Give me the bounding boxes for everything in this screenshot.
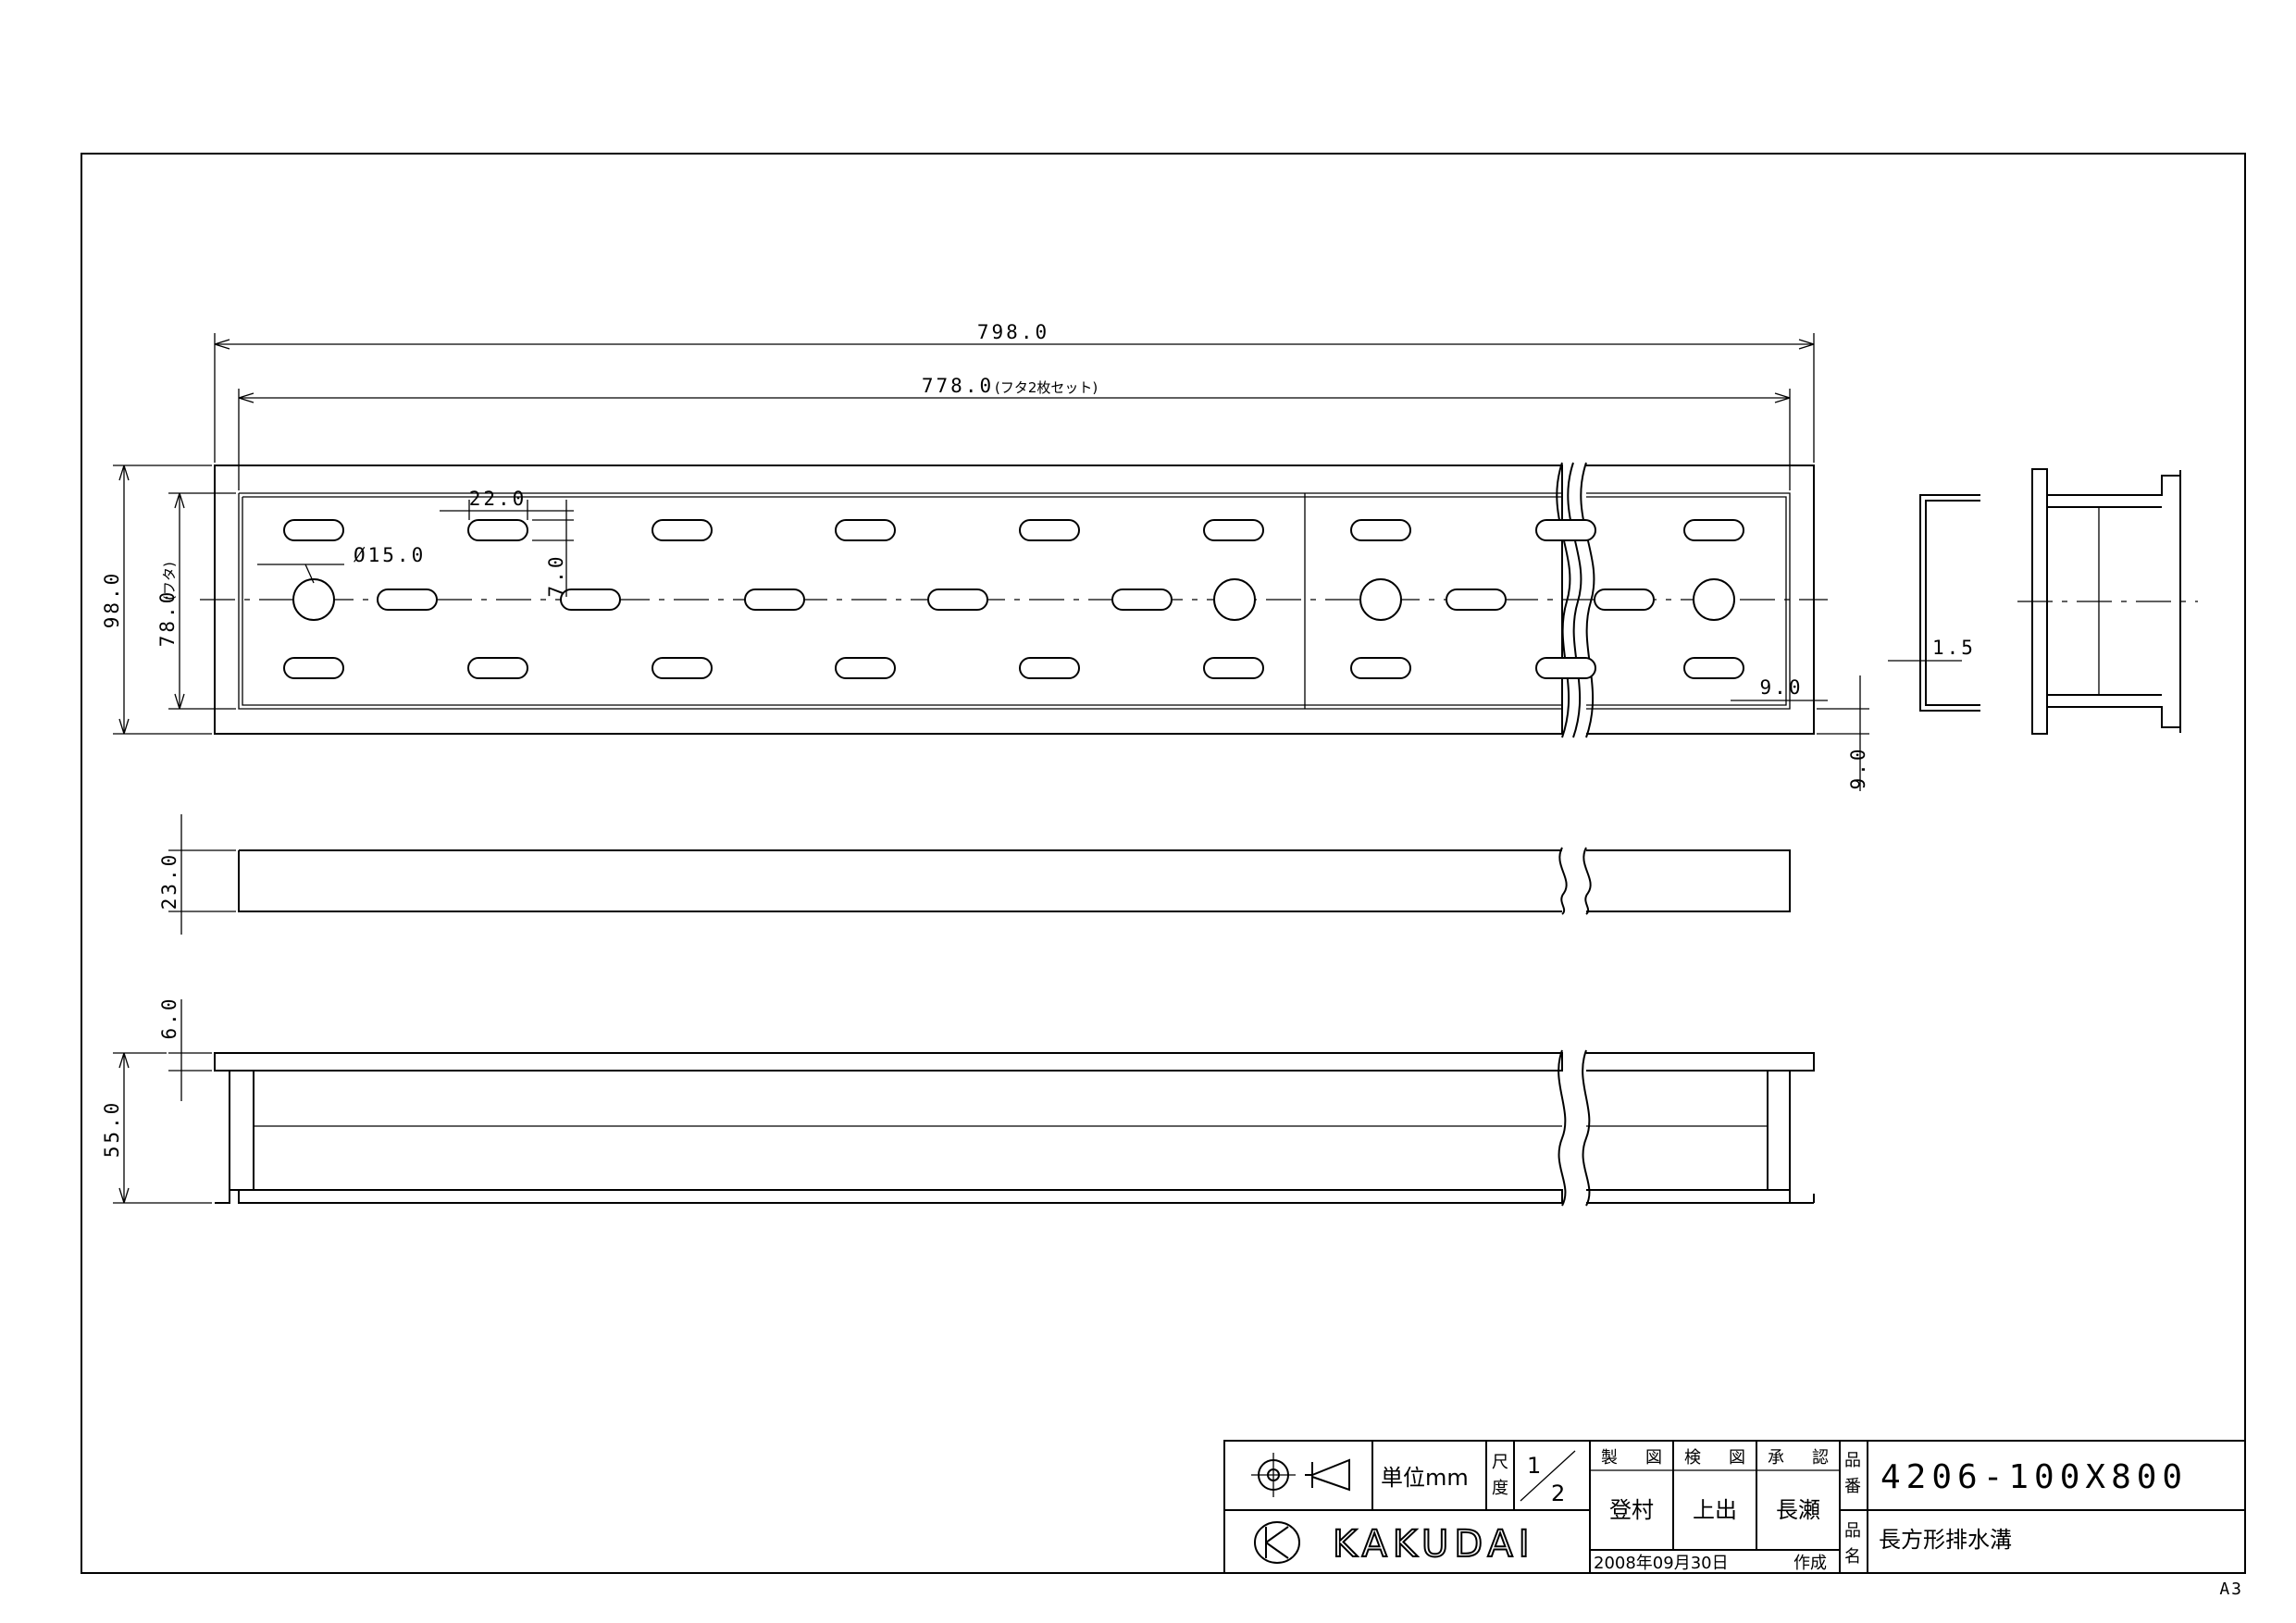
dimension-lines	[113, 333, 1869, 791]
dim-slot-width: 7.0	[545, 554, 567, 598]
scale-denominator: 2	[1551, 1481, 1565, 1506]
drawn-label-1: 製	[1601, 1448, 1618, 1468]
cover-end-view: 1.5	[1888, 494, 1980, 712]
dim-flange-offset-2: 9.0	[1847, 747, 1869, 790]
dim-hole-diameter: Ø15.0	[354, 544, 426, 566]
checked-label-1: 検	[1684, 1448, 1701, 1468]
drawn-by: 登村	[1609, 1497, 1654, 1523]
approved-label-2: 認	[1812, 1448, 1829, 1468]
channel-end-view	[2017, 468, 2198, 735]
dim-body-height: 55.0	[101, 1100, 123, 1158]
part-name-label-1: 品	[1844, 1521, 1861, 1541]
slot-row-top	[283, 519, 1744, 541]
creation-date: 2008年09月30日	[1594, 1554, 1729, 1573]
scale-label-2: 度	[1492, 1479, 1508, 1498]
checked-by: 上出	[1693, 1497, 1737, 1523]
part-number: 4206-100X800	[1880, 1458, 2188, 1496]
scale-label-1: 尺	[1492, 1453, 1508, 1472]
approved-by: 長瀬	[1776, 1497, 1820, 1523]
part-name-label-2: 名	[1844, 1547, 1861, 1567]
brand-logo-text: KAKUDAI	[1333, 1523, 1535, 1566]
plan-view	[200, 462, 1828, 738]
title-block: KAKUDAI 単位mm 尺 度 1 2 製 図 検 図 承 認 登村 上出 長…	[1223, 1440, 2246, 1574]
slot-row-bottom	[283, 657, 1744, 679]
cover-side-view: 23.0	[158, 814, 1791, 935]
sheet-border	[81, 153, 2246, 1574]
dim-cover-width-note: (フタ)	[161, 562, 178, 601]
dim-overall-width: 98.0	[101, 571, 123, 629]
dim-flange-height: 6.0	[158, 997, 180, 1040]
dim-slot-pitch: 22.0	[469, 488, 527, 510]
scale-numerator: 1	[1527, 1453, 1541, 1479]
part-no-label-2: 番	[1844, 1477, 1861, 1496]
dim-cover-length: 778.0	[922, 375, 994, 397]
part-no-label-1: 品	[1844, 1451, 1861, 1470]
slot-row-middle	[292, 578, 1735, 621]
third-angle-projection-icon	[1251, 1453, 1350, 1497]
dim-cover-length-note: (フタ2枚セット)	[995, 379, 1098, 396]
dim-cover-width: 78.0	[156, 589, 179, 648]
creation-date-suffix: 作成	[1793, 1554, 1827, 1573]
dim-cover-height: 23.0	[158, 852, 180, 911]
unit-label: 単位mm	[1381, 1465, 1469, 1491]
kakudai-logo-icon	[1254, 1521, 1300, 1564]
part-name: 長方形排水溝	[1879, 1527, 2012, 1553]
dim-flange-offset: 9.0	[1760, 676, 1804, 699]
sheet-size: A3	[2219, 1580, 2243, 1599]
dim-overall-length: 798.0	[977, 321, 1049, 343]
checked-label-2: 図	[1729, 1448, 1745, 1468]
dim-wall-thickness: 1.5	[1932, 637, 1976, 659]
approved-label-1: 承	[1768, 1448, 1784, 1468]
body-side-view: 6.0 55.0	[101, 997, 1815, 1207]
drawn-label-2: 図	[1645, 1448, 1662, 1468]
